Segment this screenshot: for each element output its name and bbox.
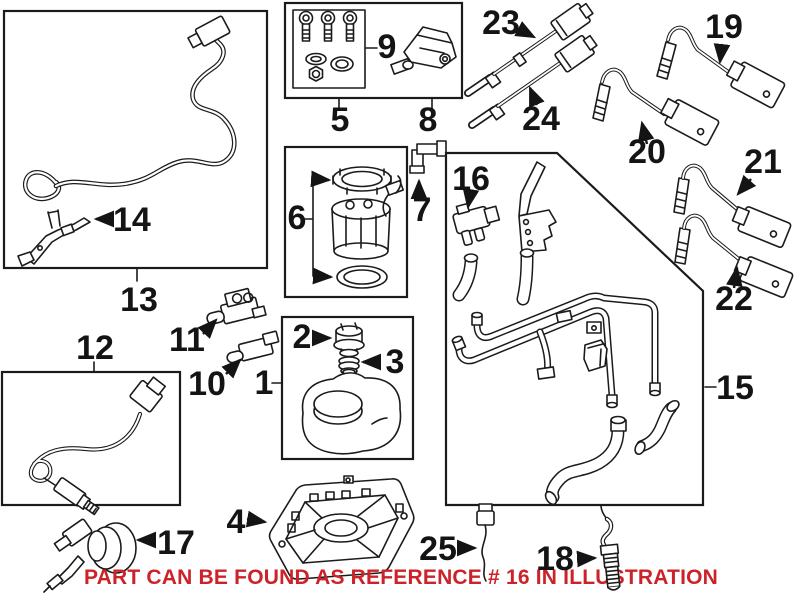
part-21-oxygen-sensor: 21 bbox=[673, 143, 792, 249]
part-label-11: 11 bbox=[169, 321, 205, 359]
part-label-23: 23 bbox=[482, 4, 520, 42]
part-label-2: 2 bbox=[293, 318, 312, 356]
part-8-changeover-valve bbox=[390, 26, 457, 75]
part-label-14: 14 bbox=[113, 201, 151, 239]
part-22-oxygen-sensor: 22 bbox=[674, 213, 794, 318]
part-label-20: 20 bbox=[628, 133, 666, 171]
part-label-15: 15 bbox=[716, 369, 754, 407]
part-10-sensor: 10 bbox=[188, 330, 280, 403]
part-label-8: 8 bbox=[419, 101, 438, 139]
part-7-elbow-fitting: 7 bbox=[409, 140, 447, 229]
part-label-1: 1 bbox=[255, 364, 274, 402]
part-label-16: 16 bbox=[452, 160, 490, 198]
part-5-kit-box: 9 5 8 bbox=[283, 1, 464, 139]
part-label-5: 5 bbox=[331, 101, 350, 139]
part-label-19: 19 bbox=[705, 8, 743, 46]
part-14-bracket bbox=[17, 209, 91, 267]
part-2-cap bbox=[333, 322, 365, 358]
part-15-hose-assembly-box: 16 bbox=[444, 151, 754, 522]
bracket bbox=[518, 161, 557, 253]
part-25-pigtail: 25 bbox=[419, 503, 495, 582]
part-20-oxygen-sensor: 20 bbox=[592, 67, 720, 171]
part-label-21: 21 bbox=[744, 143, 782, 181]
part-24-egt-sensor: 24 bbox=[468, 34, 598, 138]
part-label-7: 7 bbox=[413, 191, 432, 229]
part-19-oxygen-sensor: 19 bbox=[656, 8, 786, 109]
part-label-17: 17 bbox=[157, 524, 195, 562]
part-17-purge-valve: 17 bbox=[43, 518, 195, 593]
reference-notice: PART CAN BE FOUND AS REFERENCE # 16 IN I… bbox=[84, 566, 718, 589]
part-label-9: 9 bbox=[378, 28, 397, 66]
part-6-fuel-pump-box: 6 bbox=[283, 145, 409, 299]
part-11-sensor: 11 bbox=[169, 287, 267, 359]
part-label-4: 4 bbox=[227, 503, 246, 541]
part-label-18: 18 bbox=[536, 540, 574, 578]
bolts bbox=[298, 10, 358, 42]
part-13-fuel-line-box: 14 13 bbox=[2, 9, 269, 319]
part-12-oxygen-sensor-box: 12 bbox=[0, 329, 182, 516]
part-label-24: 24 bbox=[522, 100, 560, 138]
part-label-22: 22 bbox=[715, 280, 753, 318]
reservoir-body bbox=[301, 368, 402, 455]
part-4-pan: 4 bbox=[227, 475, 415, 580]
part-16-pressure-sensor bbox=[452, 202, 501, 246]
part-label-6: 6 bbox=[288, 199, 307, 237]
part-label-3: 3 bbox=[386, 343, 405, 381]
part-label-13: 13 bbox=[120, 281, 158, 319]
part-23-egt-sensor: 23 bbox=[464, 2, 594, 97]
part-label-25: 25 bbox=[419, 530, 457, 568]
part-label-10: 10 bbox=[188, 365, 226, 403]
part-1-reservoir-box: 1 2 3 bbox=[255, 315, 415, 461]
part-18-oxygen-sensor: 18 bbox=[536, 516, 621, 591]
part-label-12: 12 bbox=[76, 329, 114, 367]
